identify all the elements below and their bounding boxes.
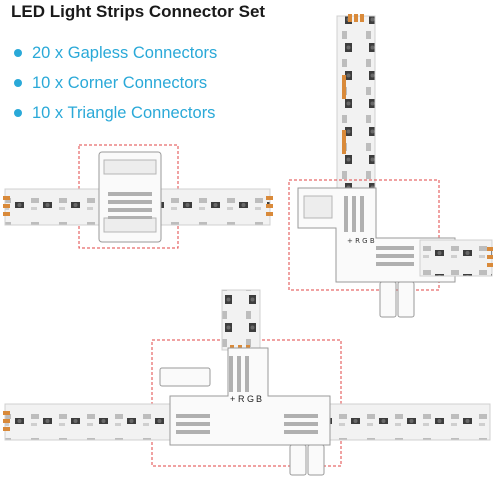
highlight-frame [151, 339, 342, 467]
pin-label-g: G [247, 394, 254, 404]
feature-item: 10 x Triangle Connectors [14, 98, 217, 128]
bullet-icon [14, 49, 22, 57]
svg-text:+ R G B: + R G B [347, 237, 375, 245]
led-strip [329, 403, 491, 441]
triangle-connector [169, 347, 331, 446]
feature-label: 20 x Gapless Connectors [32, 43, 218, 62]
bullet-icon [14, 79, 22, 87]
led-strip [419, 239, 493, 277]
feature-label: 10 x Corner Connectors [32, 73, 208, 92]
led-strip [3, 403, 171, 441]
feature-item: 20 x Gapless Connectors [14, 38, 217, 68]
highlight-frame [288, 179, 440, 291]
feature-item: 10 x Corner Connectors [14, 68, 217, 98]
connector-clip [379, 281, 415, 318]
bullet-icon [14, 109, 22, 117]
corner-connector: + R G B [297, 187, 456, 283]
led-strip [336, 14, 376, 199]
pin-label-plus: + [230, 394, 235, 404]
feature-label: 10 x Triangle Connectors [32, 103, 216, 122]
connector-clip [159, 367, 325, 476]
led-strip [221, 289, 261, 352]
product-title: LED Light Strips Connector Set [11, 2, 266, 21]
pin-label-r: R [238, 394, 245, 404]
pin-label-b: B [256, 394, 262, 404]
gapless-connector [98, 151, 162, 243]
feature-list: 20 x Gapless Connectors 10 x Corner Conn… [14, 38, 217, 128]
